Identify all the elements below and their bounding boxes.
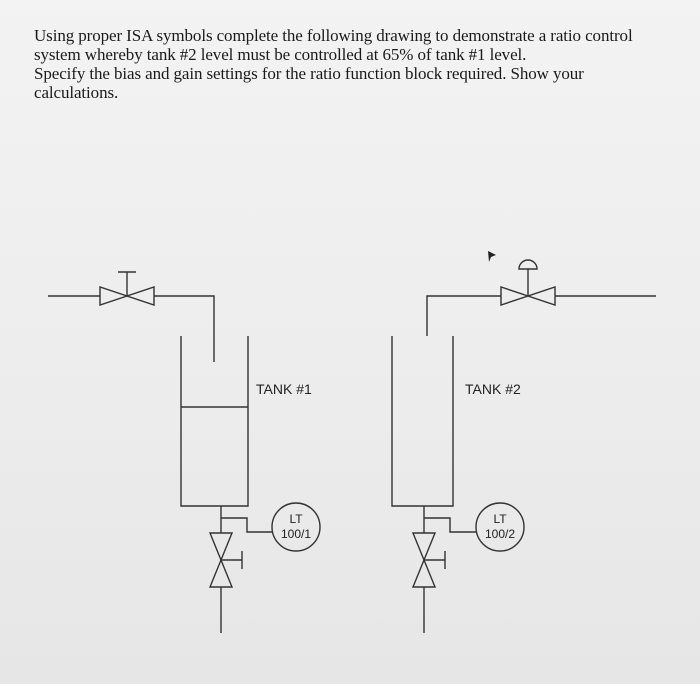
tank1-transmitter-tap — [221, 517, 272, 533]
tank2-outlet-valve-icon — [411, 532, 446, 588]
question-line-3: Specify the bias and gain settings for t… — [34, 64, 584, 83]
tank2-transmitter-tag: LT — [493, 512, 507, 526]
tank2-transmitter-tap — [424, 517, 476, 533]
tank2-control-valve-icon — [500, 259, 556, 306]
question-line-1: Using proper ISA symbols complete the fo… — [34, 26, 633, 45]
tank1-transmitter-number: 100/1 — [281, 527, 311, 541]
tank1-level-transmitter-bubble — [271, 502, 321, 552]
tank1-transmitter-tag: LT — [289, 512, 303, 526]
question-line-2: system whereby tank #2 level must be con… — [34, 45, 527, 64]
tank2-label: TANK #2 — [465, 381, 521, 397]
question-text: Using proper ISA symbols complete the fo… — [34, 26, 674, 102]
tank2-vessel — [391, 336, 454, 507]
tank2-level-transmitter-bubble — [475, 502, 525, 552]
tank2-transmitter-number: 100/2 — [485, 527, 515, 541]
tank1-outlet-valve-icon — [208, 532, 243, 588]
tank1-inlet-valve-icon — [99, 271, 155, 306]
tank1-vessel — [180, 336, 249, 507]
cursor-icon — [488, 251, 496, 262]
tank2-inlet-pipe-left — [426, 295, 501, 336]
tank1-label: TANK #1 — [256, 381, 312, 397]
question-line-4: calculations. — [34, 83, 119, 102]
tank1-inlet-pipe-right — [154, 295, 215, 362]
